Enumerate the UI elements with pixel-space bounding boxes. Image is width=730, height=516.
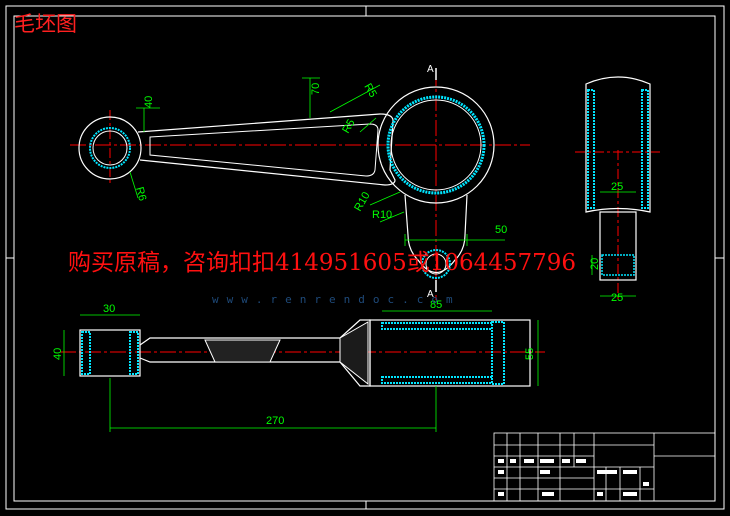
title-block xyxy=(493,432,716,502)
dim-25-top: 25 xyxy=(611,181,623,193)
top-view: A A 40 70 R5 R5 R6 R10 R10 50 xyxy=(70,64,530,300)
dim-20: 20 xyxy=(589,258,601,270)
dim-40-left: 40 xyxy=(143,96,155,108)
drawing-title: 毛坯图 xyxy=(14,12,77,36)
section-mark-bottom: A xyxy=(427,289,434,300)
dim-50: 50 xyxy=(495,224,507,236)
lower-lug xyxy=(404,194,468,274)
dim-40-bottom: 40 xyxy=(52,348,64,360)
big-end-outer xyxy=(377,86,495,204)
dim-25-bottom: 25 xyxy=(611,292,623,304)
section-hatch-1 xyxy=(204,339,281,363)
frame-ticks xyxy=(6,6,724,509)
dim-70: 70 xyxy=(310,83,322,95)
dim-85: 85 xyxy=(430,299,442,311)
big-end-inner xyxy=(386,95,486,195)
section-big-end xyxy=(369,319,531,387)
watermark-url: www.renrendoc.com xyxy=(212,293,461,306)
rod-body xyxy=(137,113,396,186)
title-block-glyphs xyxy=(498,459,649,496)
dim-r10-b: R10 xyxy=(372,209,392,221)
purchase-banner: 购买原稿，咨询扣扣414951605或1064457796 xyxy=(68,250,577,276)
lug-hole xyxy=(421,249,451,279)
section-view: 30 40 85 55 270 xyxy=(52,299,545,432)
dim-r6: R6 xyxy=(133,186,148,203)
side-big-end xyxy=(585,76,651,213)
small-end-outer xyxy=(78,116,142,180)
section-small-end xyxy=(79,329,141,377)
dim-270: 270 xyxy=(266,415,284,427)
section-hatch-2 xyxy=(339,321,369,386)
dim-55: 55 xyxy=(524,348,536,360)
side-view: 25 25 20 xyxy=(575,76,660,304)
dim-30: 30 xyxy=(103,303,115,315)
small-end-inner xyxy=(89,127,131,169)
section-mark-top: A xyxy=(427,64,434,75)
dim-r5-top: R5 xyxy=(361,82,378,100)
dim-r10-a: R10 xyxy=(352,190,372,213)
dim-r5-mid: R5 xyxy=(340,117,357,135)
side-stem xyxy=(599,211,637,281)
